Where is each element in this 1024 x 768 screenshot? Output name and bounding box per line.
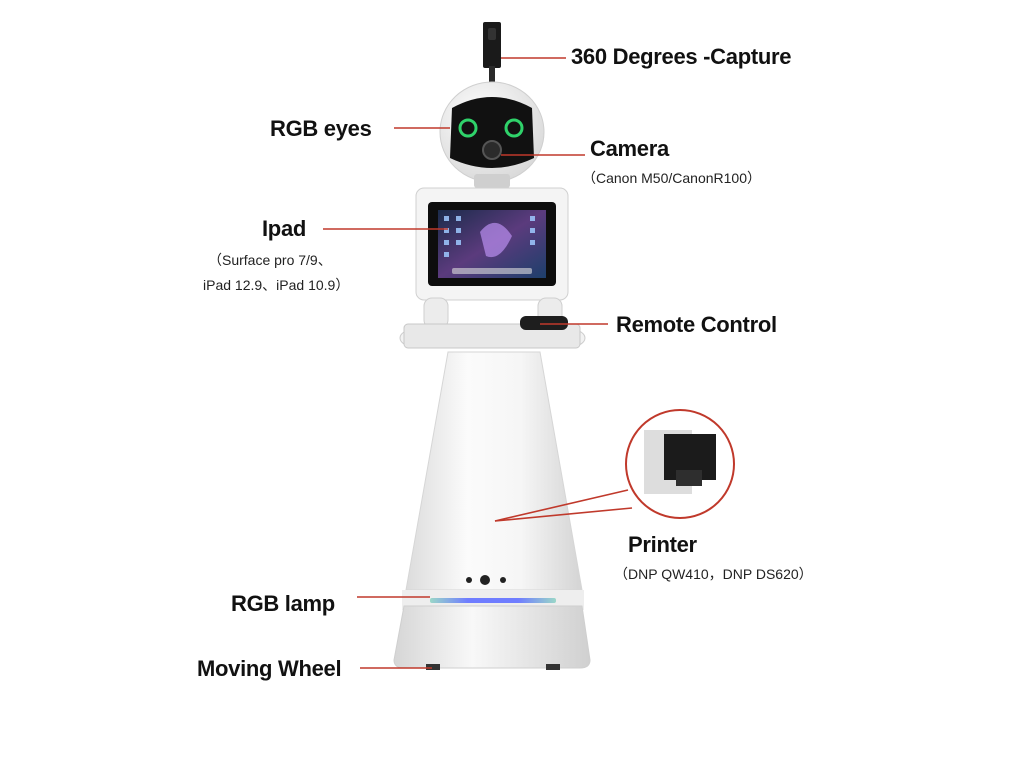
wheel-icon: [426, 664, 440, 670]
robot-head: [439, 81, 545, 188]
robot-tray: [399, 297, 586, 349]
robot-base: [393, 590, 591, 670]
robot-body: [405, 351, 583, 591]
rgb-lamp-strip: [430, 598, 556, 603]
label-camera: Camera: [590, 136, 669, 161]
leader-lines: [323, 57, 633, 669]
label-wheel: Moving Wheel: [197, 656, 342, 681]
label-eyes: RGB eyes: [270, 116, 372, 141]
label-printer: Printer: [628, 532, 697, 557]
label-ipad: Ipad: [262, 216, 307, 241]
capture-camera-icon: [483, 22, 501, 86]
label-ipad-models-2: iPad 12.9、iPad 10.9）: [203, 277, 350, 293]
label-lamp: RGB lamp: [231, 591, 335, 616]
remote-control-icon: [520, 316, 568, 330]
robot-torso: [415, 187, 569, 301]
label-capture: 360 Degrees -Capture: [571, 44, 792, 69]
label-printer-models: （DNP QW410，DNP DS620）: [614, 566, 813, 582]
label-ipad-models-1: （Surface pro 7/9、: [208, 252, 332, 268]
label-camera-models: （Canon M50/CanonR100）: [582, 170, 761, 186]
label-remote: Remote Control: [616, 312, 777, 337]
left-eye-icon: [458, 118, 478, 138]
camera-lens-icon: [482, 140, 502, 160]
right-eye-icon: [504, 118, 524, 138]
printer-inset: [625, 409, 735, 519]
